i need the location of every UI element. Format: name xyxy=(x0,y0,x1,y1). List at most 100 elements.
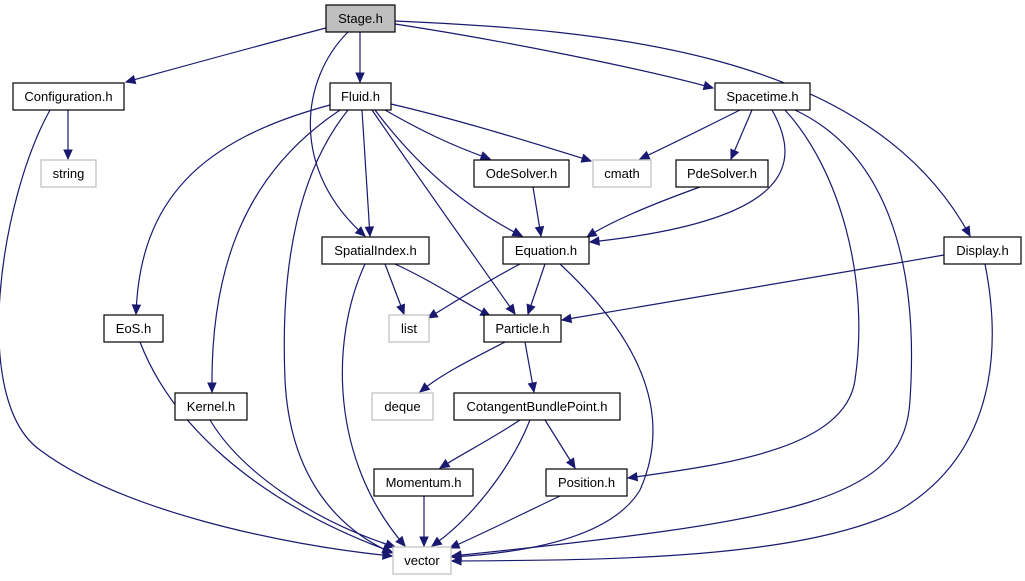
node-pdesolver[interactable]: PdeSolver.h xyxy=(675,159,769,188)
arrowhead-icon xyxy=(588,236,600,246)
node-box xyxy=(388,314,430,343)
node-particle[interactable]: Particle.h xyxy=(483,314,562,343)
edge-spacetime-to-pdesolver xyxy=(730,109,753,161)
node-label: CotangentBundlePoint.h xyxy=(467,399,608,414)
node-box xyxy=(545,468,628,497)
node-label: Stage.h xyxy=(338,11,383,26)
edge-spatialindex-to-particle xyxy=(394,263,492,317)
arrowhead-icon xyxy=(565,457,576,470)
edge-cotangent-to-position xyxy=(544,419,576,470)
arrowhead-icon xyxy=(626,471,639,482)
edge-spacetime-to-equation xyxy=(588,109,786,246)
edge-position-to-vector xyxy=(448,495,561,549)
arrowhead-icon xyxy=(730,148,740,161)
arrowhead-icon xyxy=(534,225,545,238)
node-box xyxy=(371,392,434,421)
edge-line xyxy=(627,109,860,479)
edge-line xyxy=(361,109,371,237)
arrowhead-icon xyxy=(511,227,524,237)
edge-fluid-to-equation xyxy=(374,109,524,237)
node-label: Kernel.h xyxy=(187,399,235,414)
arrowhead-icon xyxy=(505,303,516,316)
node-display[interactable]: Display.h xyxy=(943,236,1022,265)
edge-line xyxy=(371,109,516,315)
arrowhead-icon xyxy=(381,544,394,554)
node-box xyxy=(321,236,430,265)
arrowhead-icon xyxy=(702,80,715,91)
arrowhead-icon xyxy=(131,304,142,316)
arrowhead-icon xyxy=(364,226,375,238)
node-label: EoS.h xyxy=(116,321,151,336)
node-cotangent[interactable]: CotangentBundlePoint.h xyxy=(453,392,621,421)
edge-line xyxy=(211,109,341,393)
node-box xyxy=(943,236,1022,265)
arrowhead-icon xyxy=(961,225,971,238)
edge-odesolver-to-equation xyxy=(532,186,545,238)
edge-line xyxy=(561,254,945,321)
arrowhead-icon xyxy=(450,556,462,566)
arrowhead-icon xyxy=(63,149,73,161)
edge-fluid-to-odesolver xyxy=(384,109,492,161)
node-label: string xyxy=(53,166,85,181)
node-label: Configuration.h xyxy=(24,89,112,104)
node-box xyxy=(714,82,811,111)
edge-kernel-to-vector xyxy=(209,419,397,549)
edge-line xyxy=(439,419,521,469)
arrowhead-icon xyxy=(527,381,537,394)
node-box xyxy=(40,159,97,188)
edge-spatialindex-to-list xyxy=(384,263,406,316)
node-configuration[interactable]: Configuration.h xyxy=(12,82,125,111)
edge-particle-to-deque xyxy=(419,341,506,393)
arrowhead-icon xyxy=(355,72,365,84)
arrowhead-icon xyxy=(448,539,461,549)
node-fluid[interactable]: Fluid.h xyxy=(329,82,392,111)
node-label: SpatialIndex.h xyxy=(334,243,416,258)
node-label: Spacetime.h xyxy=(726,89,798,104)
node-label: vector xyxy=(404,553,440,568)
edge-fluid-to-particle xyxy=(371,109,516,316)
edge-fluid-to-cmath xyxy=(390,103,593,163)
edge-stage-to-display xyxy=(394,20,971,238)
edge-line xyxy=(209,419,396,548)
node-momentum[interactable]: Momentum.h xyxy=(373,468,474,497)
node-stage[interactable]: Stage.h xyxy=(325,4,396,33)
edge-cotangent-to-momentum xyxy=(438,419,521,469)
node-cmath: cmath xyxy=(592,159,652,188)
arrowhead-icon xyxy=(395,535,406,547)
edge-line xyxy=(419,341,506,393)
edge-spacetime-to-position xyxy=(626,109,860,482)
node-label: cmath xyxy=(604,166,639,181)
edge-line xyxy=(309,31,366,237)
edge-particle-to-cotangent xyxy=(524,341,537,394)
arrowhead-icon xyxy=(585,227,598,238)
edge-fluid-to-spatialindex xyxy=(361,109,375,238)
edge-line xyxy=(394,23,714,89)
edge-momentum-to-vector xyxy=(419,496,429,548)
arrowhead-icon xyxy=(580,153,593,163)
edge-stage-to-configuration xyxy=(124,27,327,85)
node-label: Equation.h xyxy=(515,243,577,258)
node-spatialindex[interactable]: SpatialIndex.h xyxy=(321,236,430,265)
node-label: Fluid.h xyxy=(341,89,380,104)
node-eos[interactable]: EoS.h xyxy=(103,314,164,343)
node-position[interactable]: Position.h xyxy=(545,468,628,497)
arrowhead-icon xyxy=(384,539,397,549)
node-label: Display.h xyxy=(956,243,1009,258)
node-kernel[interactable]: Kernel.h xyxy=(174,392,248,421)
arrowhead-icon xyxy=(426,308,439,319)
node-odesolver[interactable]: OdeSolver.h xyxy=(473,159,570,188)
node-equation[interactable]: Equation.h xyxy=(502,236,590,265)
edge-configuration-to-string xyxy=(63,110,73,161)
node-box xyxy=(325,4,396,33)
edge-line xyxy=(384,109,491,160)
edge-line xyxy=(639,109,741,160)
edge-line xyxy=(374,109,523,237)
arrowhead-icon xyxy=(431,536,443,547)
edge-line xyxy=(0,109,393,557)
edge-line xyxy=(589,109,786,243)
node-box xyxy=(373,468,474,497)
node-spacetime[interactable]: Spacetime.h xyxy=(714,82,811,111)
arrowhead-icon xyxy=(526,303,536,316)
edge-line xyxy=(394,20,971,237)
